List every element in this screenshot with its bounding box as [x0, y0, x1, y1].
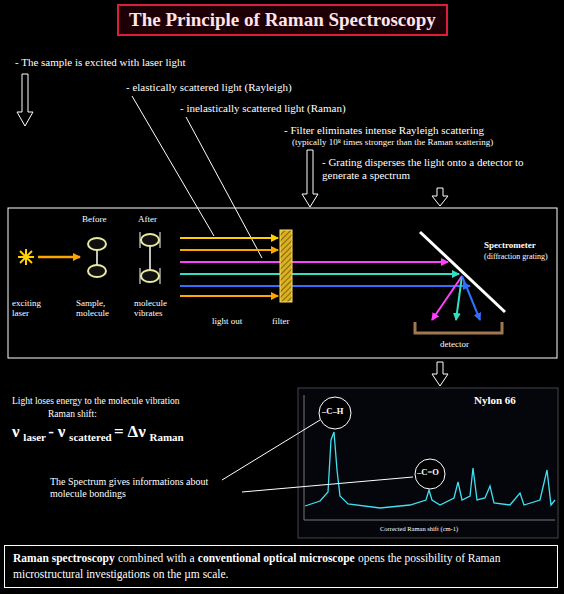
part-label: exciting laser: [12, 298, 60, 319]
bullet-note: - inelastically scattered light (Raman): [180, 102, 346, 115]
box-text: combined with a: [118, 552, 195, 564]
equation-row: νlaser-νscattered=ΔνRaman: [12, 422, 186, 442]
part-label: Spectrometer: [484, 240, 536, 250]
equation-part: -: [48, 422, 54, 442]
state-label: After: [138, 214, 157, 224]
part-label: Sample, molecule: [76, 298, 126, 319]
bullet-subnote: (typically 10⁸ times stronger than the R…: [292, 137, 493, 147]
bullet-note: - elastically scattered light (Rayleigh): [126, 81, 292, 94]
box-text: Raman spectroscopy: [13, 552, 115, 564]
bullet-note: - Grating disperses the light onto a det…: [322, 156, 554, 181]
equation-part: =: [114, 422, 124, 442]
part-label: detector: [440, 339, 469, 349]
part-label: filter: [272, 316, 290, 326]
note-text: The Spectrum gives informations about mo…: [50, 476, 225, 499]
equation-part: ν: [58, 422, 66, 442]
text-box: Raman spectroscopycombined with aconvent…: [4, 545, 558, 588]
axis-label: Corrected Raman shift (cm-1): [380, 525, 458, 532]
equation-part: laser: [23, 431, 46, 443]
chart-title: Nylon 66: [474, 394, 516, 407]
note-text: Raman shift:: [48, 409, 97, 420]
part-label: molecule vibrates: [134, 298, 186, 319]
box-text: conventional optical microscope: [198, 552, 355, 564]
title-banner: The Principle of Raman Spectroscopy: [117, 4, 448, 36]
equation-part: ν: [12, 422, 20, 442]
equation-part: scattered: [69, 431, 112, 443]
bullet-note: - Filter eliminates intense Rayleigh sca…: [284, 124, 484, 137]
bullet-note: - The sample is excited with laser light: [15, 56, 186, 69]
part-label: (diffraction grating): [484, 252, 548, 261]
state-label: Before: [82, 214, 107, 224]
note-text: Light loses energy to the molecule vibra…: [12, 396, 180, 407]
peak-label: –C–H: [322, 407, 343, 417]
equation-part: Δν: [128, 422, 146, 442]
peak-label: –C=O: [417, 468, 439, 478]
equation-part: Raman: [150, 431, 184, 443]
part-label: light out: [212, 316, 242, 326]
